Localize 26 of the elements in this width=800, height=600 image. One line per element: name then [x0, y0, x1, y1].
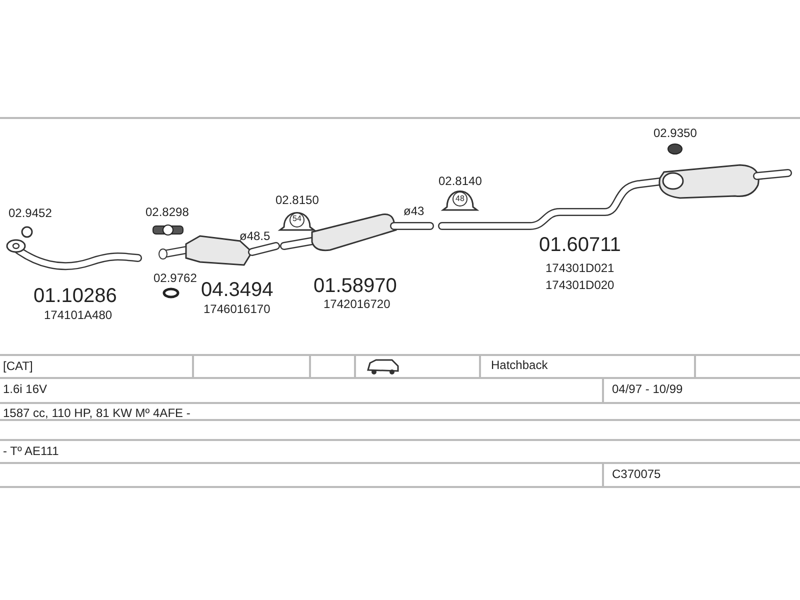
- oem-number: 174301D020: [546, 279, 614, 291]
- oem-number: 174301D021: [546, 262, 614, 274]
- clamp-size-label: 48: [456, 195, 464, 203]
- table-cell-text: 1587 cc, 110 HP, 81 KW Mº 4AFE -: [3, 407, 190, 419]
- oem-number: 174101A480: [44, 309, 112, 321]
- diameter-label: ø48.5: [240, 230, 270, 242]
- part-number: 02.8150: [276, 194, 319, 206]
- table-cell-text: 1.6i 16V: [3, 383, 48, 395]
- table-cell-text: C370075: [612, 468, 661, 480]
- part-number: 04.3494: [201, 280, 274, 300]
- table-cell-text: [CAT]: [3, 360, 33, 372]
- part-number: 02.9762: [154, 272, 197, 284]
- oem-number: 1746016170: [204, 303, 270, 315]
- clamp-size-label: 54: [292, 215, 302, 223]
- diameter-label: ø43: [404, 205, 424, 217]
- table-cell-text: Hatchback: [491, 359, 548, 371]
- part-number: 01.58970: [314, 276, 397, 296]
- table-cell-text: 04/97 - 10/99: [612, 383, 683, 395]
- part-number: 01.60711: [539, 235, 621, 255]
- table-cell-text: - Tº AE111: [3, 445, 59, 457]
- part-number: 02.9452: [8, 207, 52, 219]
- part-number: 01.10286: [34, 286, 117, 306]
- part-number: 02.9350: [654, 127, 697, 139]
- oem-number: 1742016720: [324, 298, 390, 310]
- part-number: 02.8140: [438, 175, 482, 187]
- part-number: 02.8298: [146, 206, 189, 218]
